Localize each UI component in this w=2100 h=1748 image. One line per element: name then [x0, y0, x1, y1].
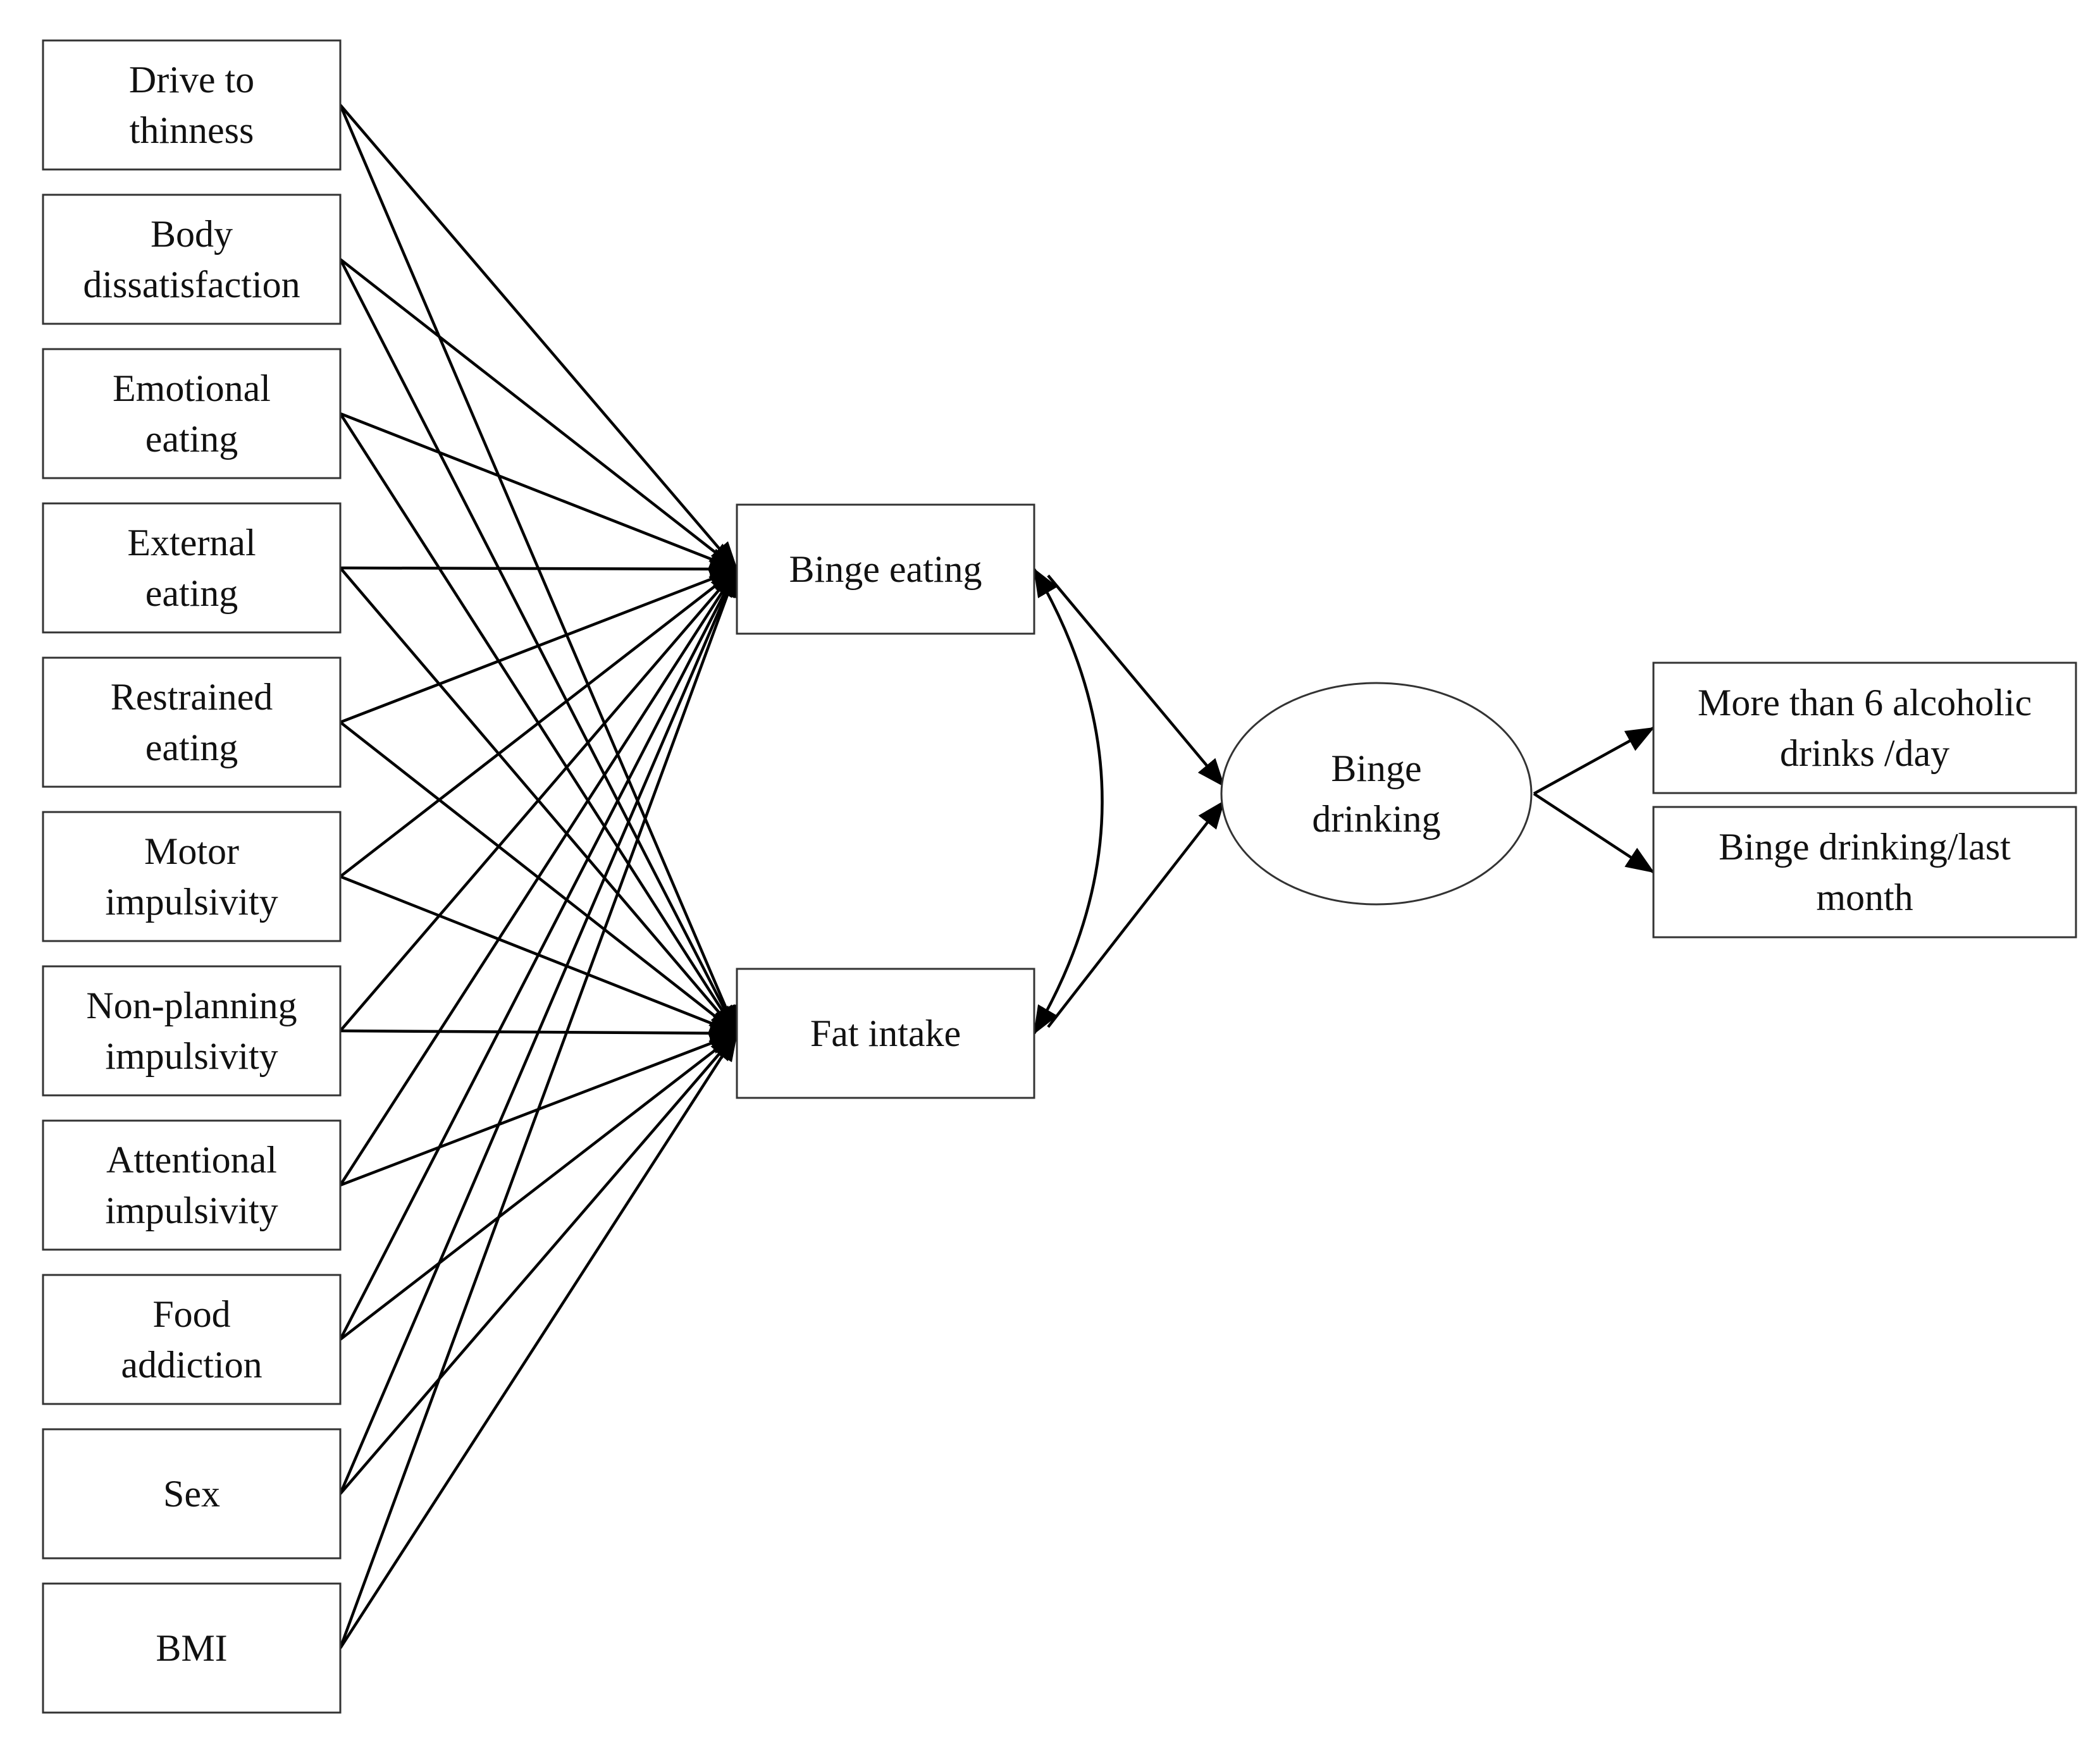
predictor-motor-impulsivity-label-line-2: impulsivity	[105, 881, 278, 923]
path-fat-intake-to-binge-drinking	[1047, 800, 1225, 1028]
latent-binge-drinking-label-line-1: Binge	[1331, 748, 1421, 789]
path-non-planning-impulsivity-to-binge-eating	[339, 568, 738, 1032]
mediator-fat-intake-label: Fat intake	[810, 1012, 961, 1054]
predictor-non-planning-impulsivity-label-line-2: impulsivity	[105, 1035, 278, 1077]
latent-binge-drinking-ellipse	[1220, 682, 1533, 906]
path-attentional-impulsivity-to-binge-eating	[339, 568, 738, 1186]
predictor-food-addiction-box	[42, 1274, 342, 1405]
mediator-fat-intake-box	[736, 968, 1035, 1099]
predictor-restrained-eating-box	[42, 656, 342, 788]
path-binge-drinking-to-binge-drinking-last-month	[1533, 792, 1655, 873]
predictor-food-addiction-label-line-2: addiction	[121, 1344, 262, 1386]
predictor-drive-to-thinness: Drive to thinness	[42, 39, 342, 171]
path-external-eating-to-binge-eating	[340, 557, 739, 581]
predictor-non-planning-impulsivity-label-line-1: Non-planning	[86, 985, 297, 1026]
indicator-binge-drinking-last-month: Binge drinking/last month	[1652, 806, 2077, 939]
predictor-drive-to-thinness-label-line-2: thinness	[130, 109, 254, 151]
predictor-body-dissatisfaction: Body dissatisfaction	[42, 194, 342, 325]
indicator-more-than-6-drinks-label-line-1: More than 6 alcoholic	[1698, 682, 2032, 723]
path-food-addiction-to-binge-eating	[338, 567, 739, 1341]
predictor-motor-impulsivity-box	[42, 811, 342, 942]
predictor-bmi-label: BMI	[156, 1627, 227, 1669]
predictor-restrained-eating: Restrained eating	[42, 656, 342, 788]
path-emotional-eating-to-binge-eating	[340, 412, 739, 571]
predictor-attentional-impulsivity-label-line-2: impulsivity	[105, 1190, 278, 1231]
mediator-binge-eating: Binge eating	[736, 503, 1035, 635]
predictor-emotional-eating: Emotional eating	[42, 348, 342, 479]
indicator-binge-drinking-last-month-label-line-1: Binge drinking/last	[1719, 826, 2011, 868]
mediator-binge-eating-label: Binge eating	[789, 548, 982, 590]
predictor-sex: Sex	[42, 1428, 342, 1560]
edges-layer	[338, 104, 1655, 1649]
predictor-motor-impulsivity: Motor impulsivity	[42, 811, 342, 942]
predictor-non-planning-impulsivity: Non-planning impulsivity	[42, 965, 342, 1097]
predictor-external-eating-label-line-2: eating	[145, 572, 238, 614]
covariance-binge-eating-fat-intake	[1033, 568, 1104, 1035]
path-body-dissatisfaction-to-binge-eating	[339, 258, 738, 570]
latent-binge-drinking-label-line-2: drinking	[1312, 798, 1440, 840]
path-sex-to-binge-eating	[338, 567, 739, 1494]
predictor-sex-box	[42, 1428, 342, 1560]
path-binge-drinking-to-more-than-6-drinks	[1533, 727, 1655, 795]
predictor-emotional-eating-label-line-2: eating	[145, 418, 238, 460]
predictor-external-eating: External eating	[42, 502, 342, 634]
path-sex-to-fat-intake	[339, 1032, 738, 1495]
predictor-sex-label: Sex	[163, 1473, 220, 1515]
latent-binge-drinking: Binge drinking	[1220, 682, 1533, 906]
path-food-addiction-to-fat-intake	[339, 1032, 738, 1341]
predictor-body-dissatisfaction-label-line-2: dissatisfaction	[83, 264, 300, 305]
predictor-motor-impulsivity-label-line-1: Motor	[144, 830, 239, 872]
predictor-bmi: BMI	[42, 1582, 342, 1714]
indicator-more-than-6-drinks-label-line-2: drinks /day	[1780, 732, 1949, 774]
predictor-food-addiction: Food addiction	[42, 1274, 342, 1405]
indicator-more-than-6-drinks: More than 6 alcoholic drinks /day	[1652, 662, 2077, 794]
path-motor-impulsivity-to-binge-eating	[339, 568, 738, 878]
predictor-external-eating-label-line-1: External	[127, 522, 256, 563]
path-bmi-to-binge-eating	[338, 567, 739, 1649]
path-binge-eating-to-binge-drinking	[1047, 574, 1225, 787]
predictor-emotional-eating-label-line-1: Emotional	[113, 367, 271, 409]
predictor-restrained-eating-label-line-2: eating	[145, 727, 238, 768]
predictor-attentional-impulsivity: Attentional impulsivity	[42, 1119, 342, 1251]
predictor-drive-to-thinness-box	[42, 39, 342, 171]
path-bmi-to-fat-intake	[339, 1032, 738, 1649]
path-drive-to-thinness-to-binge-eating	[339, 104, 738, 570]
predictor-non-planning-impulsivity-box	[42, 965, 342, 1097]
mediator-binge-eating-box	[736, 503, 1035, 635]
predictor-body-dissatisfaction-label-line-1: Body	[151, 213, 233, 255]
mediator-fat-intake: Fat intake	[736, 968, 1035, 1099]
predictor-external-eating-box	[42, 502, 342, 634]
indicator-binge-drinking-last-month-box	[1652, 806, 2077, 939]
predictor-bmi-box	[42, 1582, 342, 1714]
path-restrained-eating-to-binge-eating	[340, 567, 739, 724]
predictor-food-addiction-label-line-1: Food	[152, 1293, 230, 1335]
indicator-more-than-6-drinks-box	[1652, 662, 2077, 794]
predictor-emotional-eating-box	[42, 348, 342, 479]
predictor-body-dissatisfaction-box	[42, 194, 342, 325]
predictor-attentional-impulsivity-label-line-1: Attentional	[106, 1139, 277, 1181]
predictor-attentional-impulsivity-box	[42, 1119, 342, 1251]
predictor-drive-to-thinness-label-line-1: Drive to	[129, 59, 254, 101]
predictor-restrained-eating-label-line-1: Restrained	[111, 676, 273, 718]
indicator-binge-drinking-last-month-label-line-2: month	[1816, 877, 1913, 918]
